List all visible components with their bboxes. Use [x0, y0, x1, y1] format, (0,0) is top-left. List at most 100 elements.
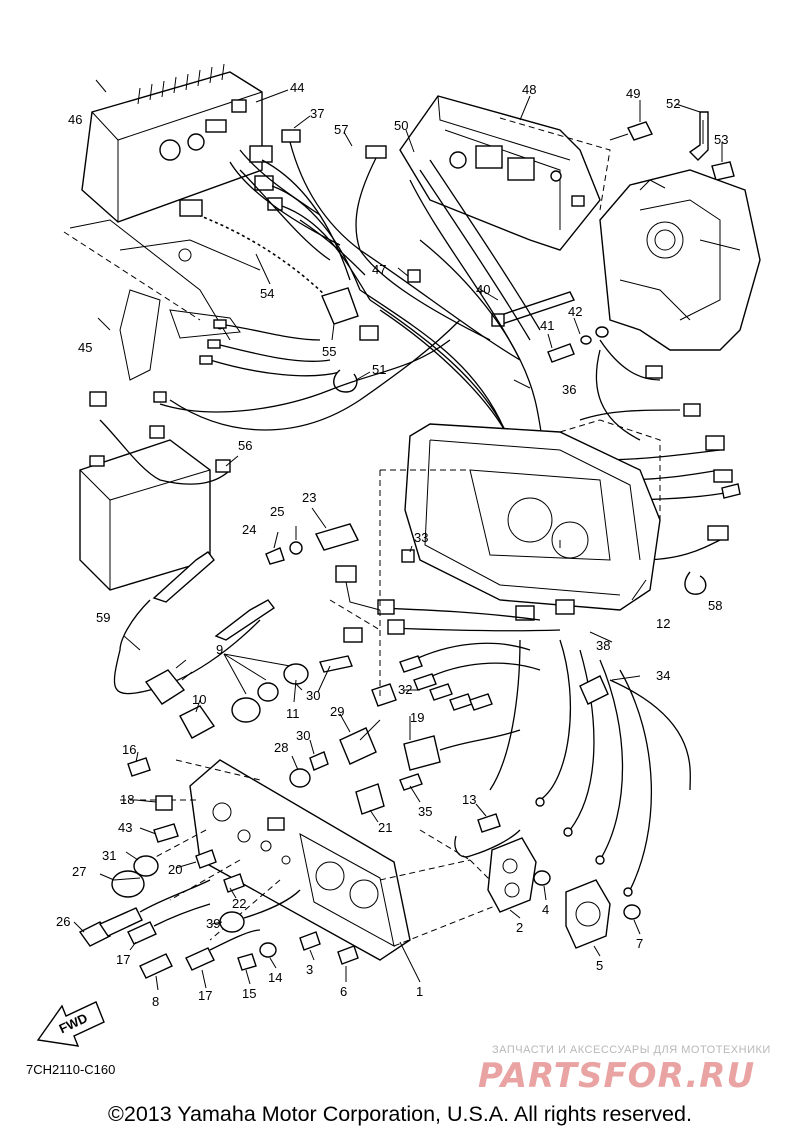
engine-block	[599, 169, 761, 351]
callout-28: 28	[274, 740, 288, 755]
screw-6	[337, 945, 359, 965]
callout-40: 40	[476, 282, 490, 297]
leader-lines	[73, 79, 723, 991]
breaker-17-lower	[185, 929, 261, 971]
callout-21: 21	[378, 820, 392, 835]
nut-15	[237, 953, 257, 971]
callout-37: 37	[310, 106, 324, 121]
switch-21	[355, 783, 385, 815]
callout-2: 2	[516, 920, 523, 935]
callout-5: 5	[596, 958, 603, 973]
callout-32: 32	[398, 682, 412, 697]
knob-27	[111, 870, 145, 898]
strap-52	[688, 111, 709, 161]
callout-22: 22	[232, 896, 246, 911]
breaker-26	[78, 879, 211, 947]
callout-7: 7	[636, 936, 643, 951]
callout-16: 16	[122, 742, 136, 757]
watermark-logo: PARTSFOR.RU	[478, 1056, 756, 1096]
callout-47: 47	[372, 262, 386, 277]
connector-55	[321, 287, 379, 341]
bracket-22-upper	[371, 683, 397, 707]
callout-45: 45	[78, 340, 92, 355]
screw-30-lower	[309, 751, 329, 771]
callout-52: 52	[666, 96, 680, 111]
cap-4	[533, 870, 551, 886]
callout-17-lower: 17	[198, 988, 212, 1003]
breaker-17-upper	[127, 903, 211, 945]
washer-14	[259, 942, 277, 958]
switch-assembly-9	[179, 627, 363, 739]
callout-59: 59	[96, 610, 110, 625]
nut-31	[133, 855, 159, 877]
callout-51: 51	[372, 362, 386, 377]
callout-26: 26	[56, 914, 70, 929]
callout-labels: 1 2 3 4 5 6 7 8 9 10 11 12 13 14 15 16 1…	[56, 80, 728, 1009]
electrical-panel-48	[399, 95, 611, 251]
callout-55: 55	[322, 344, 336, 359]
control-box-12	[404, 419, 661, 621]
watermark-tagline: ЗАПЧАСТИ И АКСЕССУАРЫ ДЛЯ МОТОТЕХНИКИ	[492, 1044, 771, 1056]
callout-10: 10	[192, 692, 206, 707]
callout-48: 48	[522, 82, 536, 97]
callout-30-upper: 30	[306, 688, 320, 703]
screw-20	[195, 849, 217, 869]
connector-35	[399, 773, 423, 791]
callout-18: 18	[120, 792, 134, 807]
callout-9: 9	[216, 642, 223, 657]
diagram-code: 7CH2110-C160	[26, 1062, 116, 1077]
outlet-2	[487, 837, 537, 913]
lead-connectors-32	[399, 642, 541, 711]
callout-27: 27	[72, 864, 86, 879]
fwd-arrow: FWD	[36, 1001, 105, 1047]
callout-11: 11	[286, 706, 300, 721]
clip-47	[407, 269, 421, 283]
callout-13: 13	[462, 792, 476, 807]
charging-lead-59	[113, 551, 276, 705]
callout-6: 6	[340, 984, 347, 999]
callout-15: 15	[242, 986, 256, 1001]
callout-35: 35	[418, 804, 432, 819]
screw-43	[153, 823, 179, 843]
cover-23	[314, 523, 381, 611]
cap-7	[623, 904, 641, 920]
callout-4: 4	[542, 902, 549, 917]
callout-44: 44	[290, 80, 304, 95]
washer-25	[289, 541, 303, 555]
switch-29	[339, 719, 381, 765]
cable-tie-40	[491, 291, 575, 327]
callout-31: 31	[102, 848, 116, 863]
callout-56: 56	[238, 438, 252, 453]
callout-41: 41	[540, 318, 554, 333]
callout-58: 58	[708, 598, 722, 613]
screw-13	[477, 813, 501, 833]
callout-54: 54	[260, 286, 274, 301]
callout-29: 29	[330, 704, 344, 719]
frame-bracket	[69, 219, 261, 381]
callout-12: 12	[656, 616, 670, 631]
callout-49: 49	[626, 86, 640, 101]
battery	[79, 319, 461, 591]
callout-23: 23	[302, 490, 316, 505]
lead-wires-left	[199, 319, 341, 377]
control-unit-44	[81, 63, 263, 223]
assembly-dash-lines	[63, 231, 491, 881]
pilot-lamp-18	[155, 795, 173, 811]
clamp-58	[684, 571, 707, 595]
callout-20: 20	[168, 862, 182, 877]
callout-33: 33	[414, 530, 428, 545]
callout-3: 3	[306, 962, 313, 977]
harness-37-57	[229, 129, 521, 361]
callout-8: 8	[152, 994, 159, 1009]
relay-19	[403, 729, 521, 771]
callout-50: 50	[394, 118, 408, 133]
screw-16	[127, 757, 151, 777]
callout-38: 38	[596, 638, 610, 653]
screw-3	[299, 931, 321, 951]
callout-17-upper: 17	[116, 952, 130, 967]
callout-30-lower: 30	[296, 728, 310, 743]
screw-24	[265, 547, 285, 565]
ground-lead	[454, 829, 521, 858]
callout-36: 36	[562, 382, 576, 397]
